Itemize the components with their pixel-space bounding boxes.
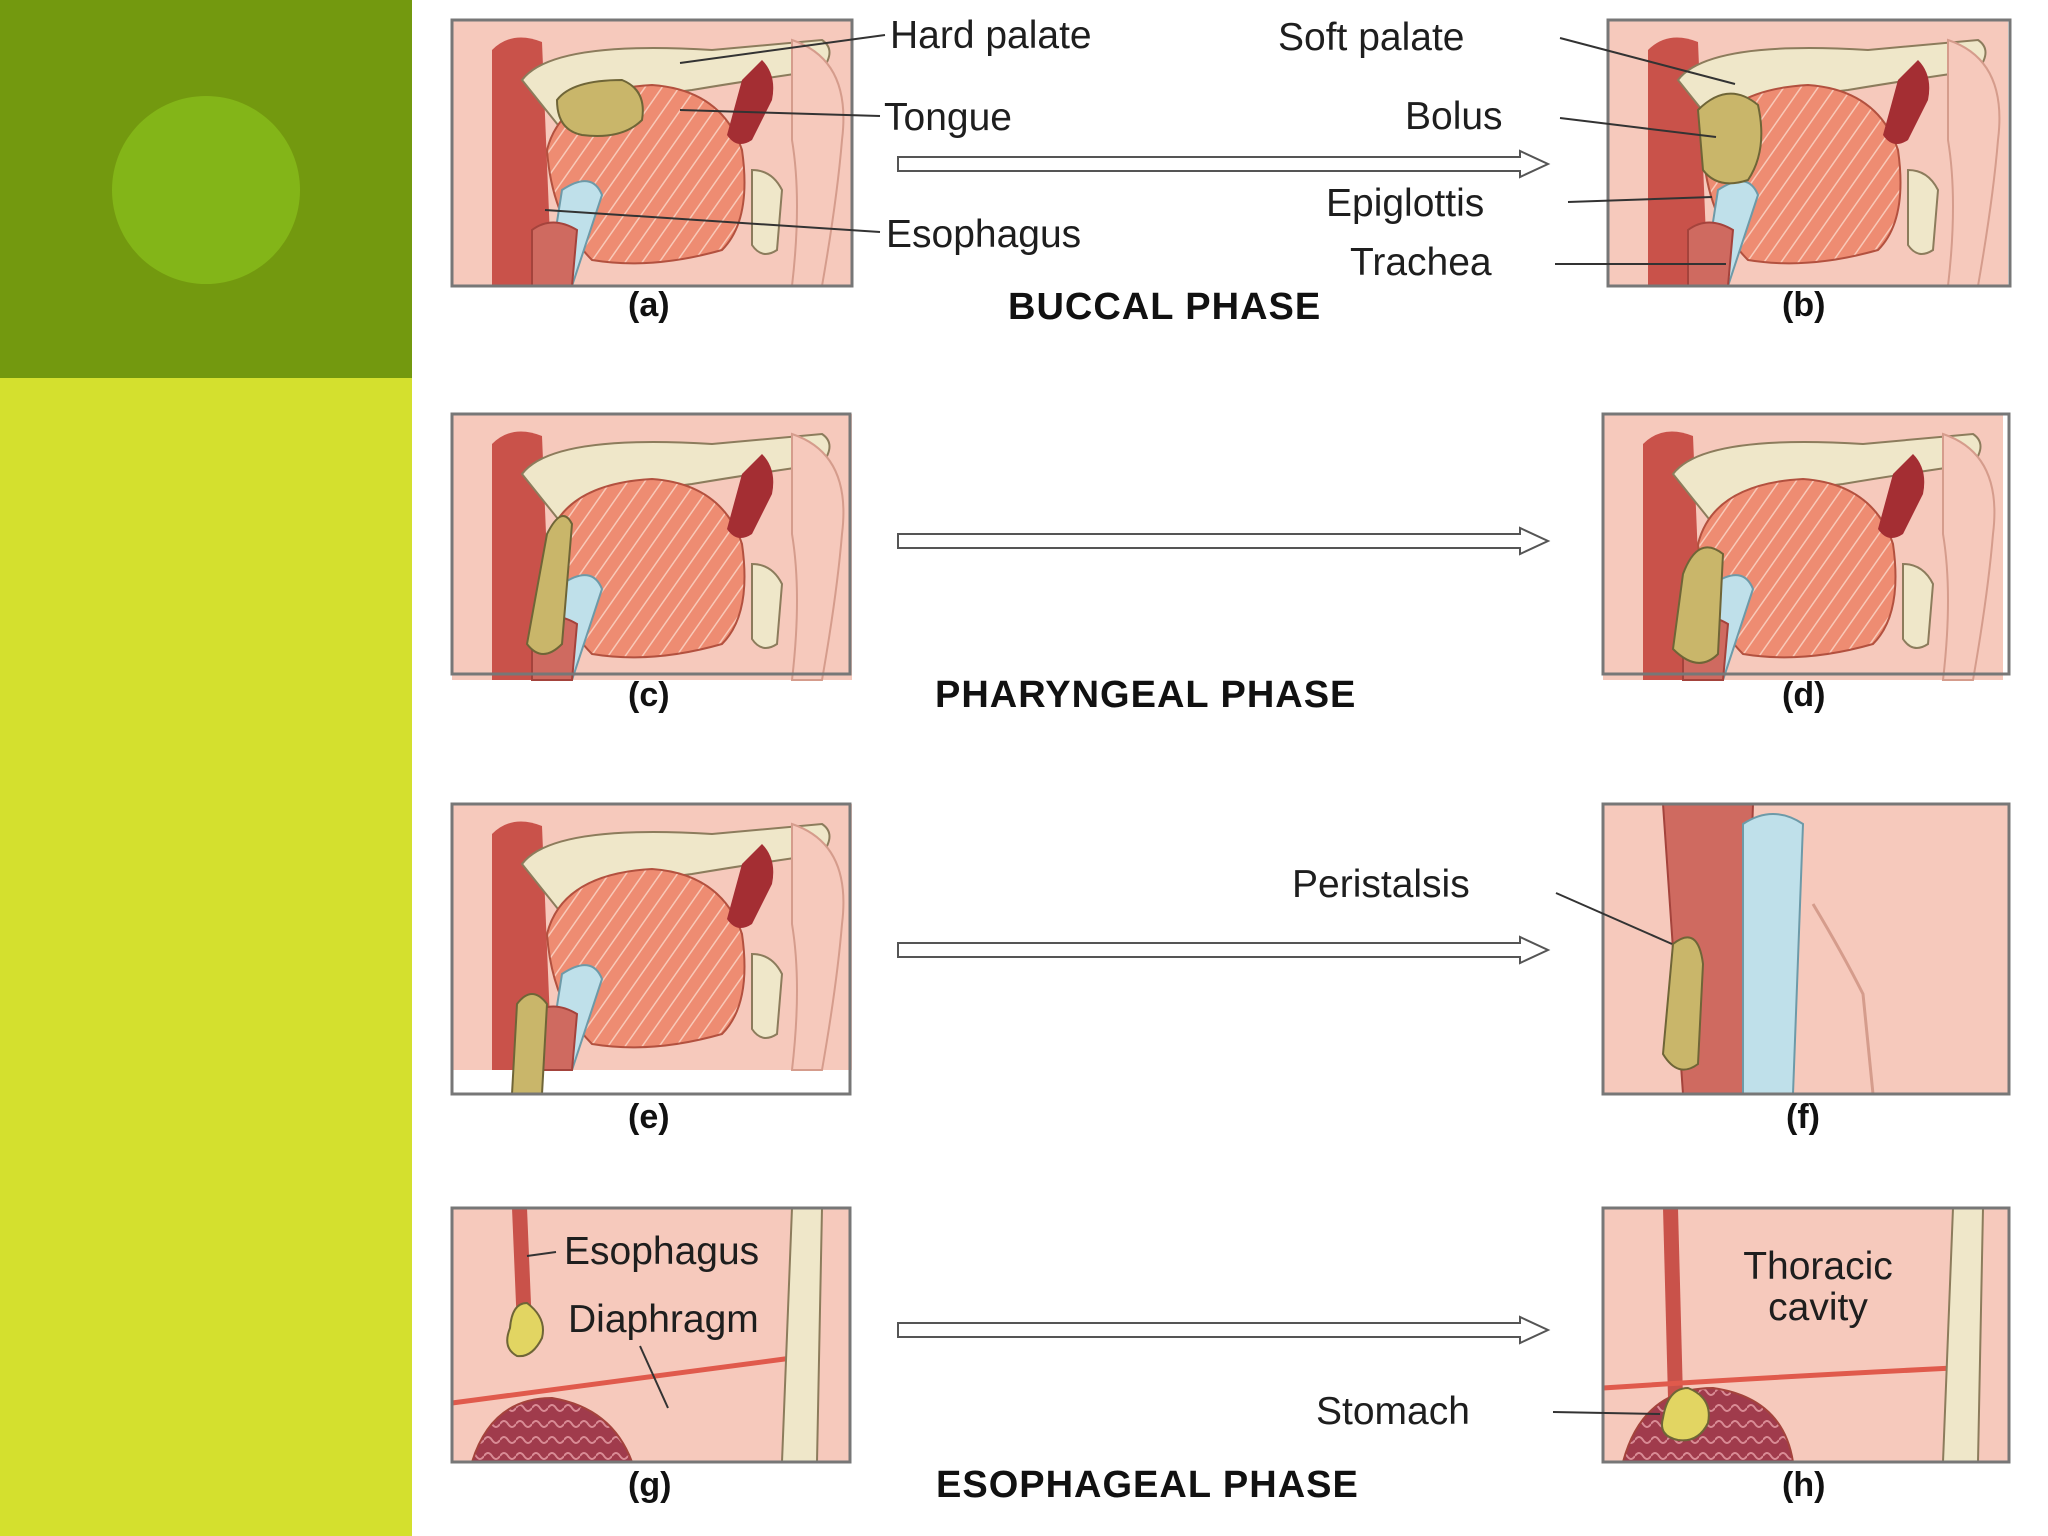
panel-f-illustration (1603, 804, 2009, 1094)
label-bolus: Bolus (1405, 97, 1503, 136)
arrow-row-4 (898, 1317, 1548, 1343)
caption-d: (d) (1782, 678, 1825, 712)
arrow-row-3 (898, 937, 1548, 963)
caption-f: (f) (1786, 1100, 1820, 1134)
caption-g: (g) (628, 1468, 671, 1502)
label-esophagus-a: Esophagus (886, 215, 1081, 254)
label-hard-palate: Hard palate (890, 16, 1092, 55)
phase-buccal: BUCCAL PHASE (1008, 288, 1321, 326)
label-thoracic-cavity: Thoracic cavity (1708, 1246, 1928, 1329)
phase-pharyngeal: PHARYNGEAL PHASE (935, 676, 1356, 714)
label-stomach: Stomach (1316, 1392, 1470, 1431)
label-soft-palate: Soft palate (1278, 18, 1464, 57)
arrow-row-2 (898, 528, 1548, 554)
label-esophagus-g: Esophagus (564, 1232, 759, 1271)
caption-c: (c) (628, 678, 670, 712)
caption-h: (h) (1782, 1468, 1825, 1502)
caption-e: (e) (628, 1100, 670, 1134)
panel-a-illustration (452, 20, 852, 286)
panel-c-illustration (452, 414, 852, 680)
phase-esophageal: ESOPHAGEAL PHASE (936, 1466, 1359, 1504)
label-epiglottis: Epiglottis (1326, 184, 1484, 223)
caption-a: (a) (628, 288, 670, 322)
label-trachea: Trachea (1350, 243, 1492, 282)
label-peristalsis: Peristalsis (1292, 865, 1470, 904)
panel-e-illustration (452, 804, 852, 1070)
caption-b: (b) (1782, 288, 1825, 322)
label-diaphragm: Diaphragm (568, 1300, 759, 1339)
panel-d-illustration (1603, 414, 2003, 680)
panel-b-illustration (1608, 20, 2008, 286)
arrow-row-1 (898, 151, 1548, 177)
label-tongue: Tongue (884, 98, 1012, 137)
